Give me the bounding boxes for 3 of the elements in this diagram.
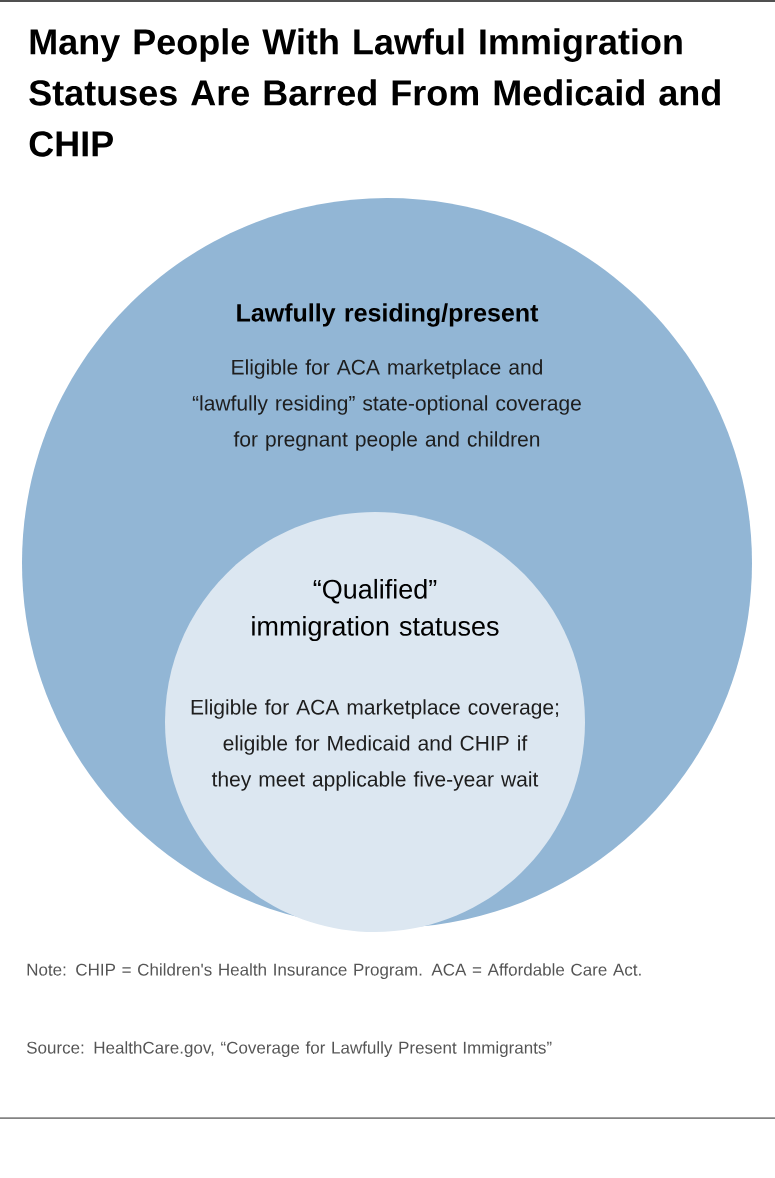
note-text: Source: HealthCare.gov, “Coverage for Lawfully Present Immigrants” xyxy=(26,1041,552,1058)
note-text: Note: CHIP = Children's Health Insurance Program. ACA = Affordable Care Act. xyxy=(27,963,641,980)
title: Many People With Lawful Immigration Statuses Are Barred From Medicaid and CHIP xyxy=(29,28,720,157)
